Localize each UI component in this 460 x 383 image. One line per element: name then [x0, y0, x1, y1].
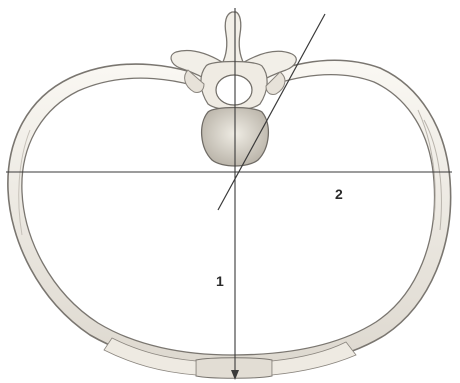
- label-vertical-axis: 1: [216, 273, 224, 289]
- label-horizontal-axis: 2: [335, 186, 343, 202]
- spinous-process: [222, 12, 244, 64]
- vertebral-foramen: [216, 75, 252, 105]
